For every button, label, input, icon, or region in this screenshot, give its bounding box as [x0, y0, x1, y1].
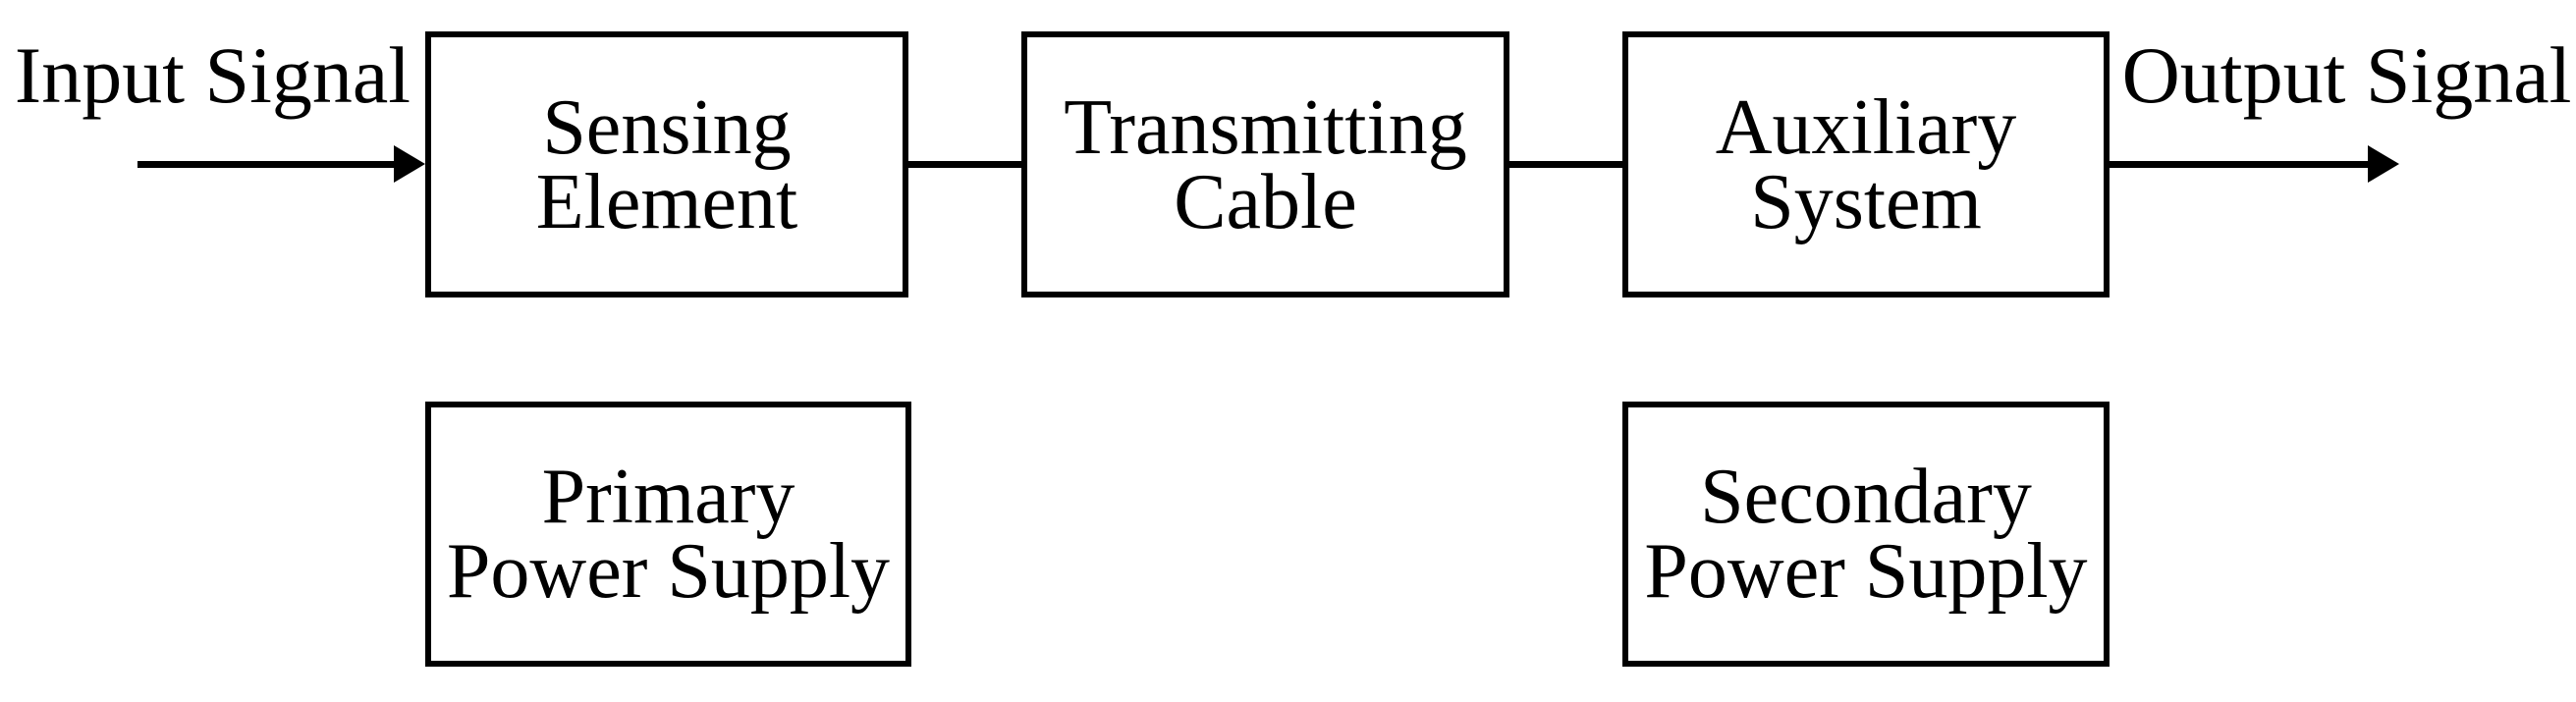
auxiliary-system-label-line2: System: [1750, 158, 1982, 245]
auxiliary-system-label-line1: Auxiliary: [1715, 83, 2017, 171]
auxiliary-system-box: Auxiliary System: [1622, 31, 2110, 297]
output-arrow-line: [2107, 161, 2370, 168]
input-arrowhead-icon: [394, 145, 425, 183]
transmitting-cable-label-line2: Cable: [1174, 158, 1357, 245]
connector-transmitting-to-auxiliary: [1507, 161, 1625, 168]
secondary-power-supply-box: Secondary Power Supply: [1622, 402, 2110, 667]
output-arrowhead-icon: [2368, 145, 2399, 183]
primary-power-supply-label-line1: Primary: [541, 454, 795, 540]
transmitting-cable-label-line1: Transmitting: [1064, 83, 1467, 171]
primary-power-supply-box: Primary Power Supply: [425, 402, 911, 667]
sensing-element-label-line1: Sensing: [542, 83, 792, 171]
secondary-power-supply-label-line1: Secondary: [1700, 454, 2032, 540]
input-signal-label: Input Signal: [14, 30, 411, 120]
transmitting-cable-box: Transmitting Cable: [1021, 31, 1509, 297]
sensing-element-box: Sensing Element: [425, 31, 908, 297]
sensing-element-label-line2: Element: [535, 158, 798, 245]
secondary-power-supply-label-line2: Power Supply: [1644, 528, 2088, 615]
output-signal-label: Output Signal: [2121, 30, 2572, 120]
input-arrow-line: [137, 161, 396, 168]
primary-power-supply-label-line2: Power Supply: [446, 528, 891, 615]
connector-sensing-to-transmitting: [905, 161, 1024, 168]
